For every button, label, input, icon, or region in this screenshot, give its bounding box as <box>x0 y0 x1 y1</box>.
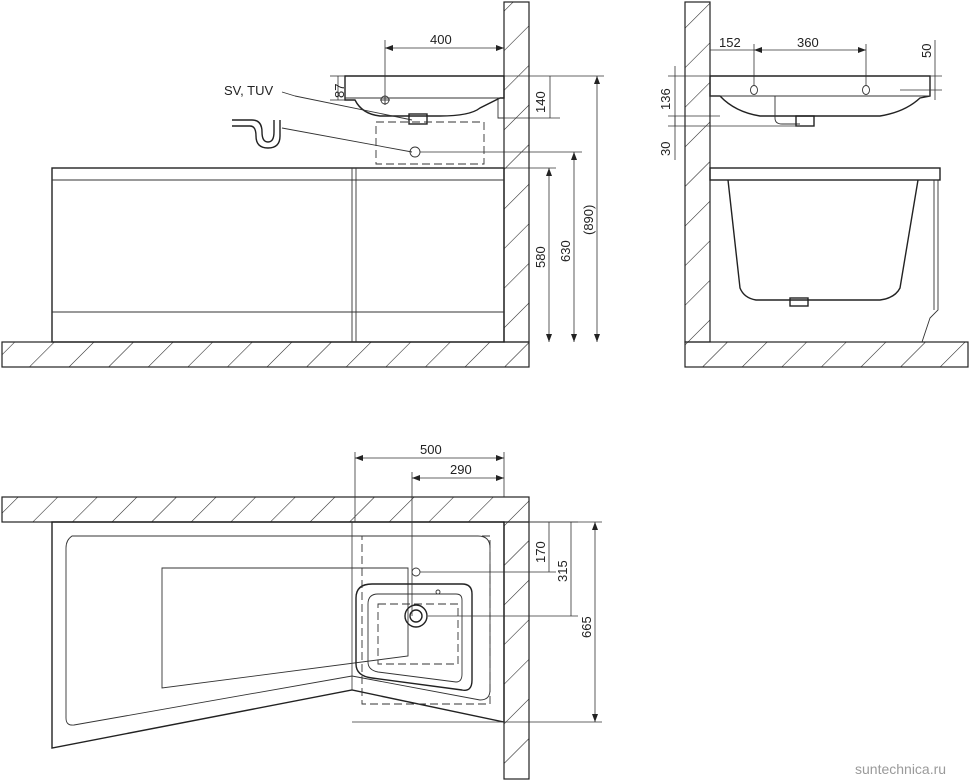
dim-890: (890) <box>560 75 604 342</box>
wall-plan-side <box>503 521 530 780</box>
washbasin-front <box>344 75 505 125</box>
svg-text:170: 170 <box>533 541 548 563</box>
floor-side <box>684 341 969 368</box>
svg-text:87: 87 <box>332 84 347 98</box>
plan-view: 500 290 170 315 665 <box>1 442 602 780</box>
bath-side <box>709 167 941 343</box>
side-view: 152 360 50 136 30 <box>658 1 969 368</box>
washbasin-plan <box>355 535 491 705</box>
svg-text:630: 630 <box>558 240 573 262</box>
siphon-icon <box>232 119 281 149</box>
bath-front <box>51 167 505 343</box>
dim-87: 87 <box>330 75 347 101</box>
wall-front <box>503 1 530 343</box>
wall-plan-top <box>1 496 530 523</box>
dim-290: 290 <box>411 462 504 616</box>
dim-400: 400 <box>384 32 504 95</box>
svg-text:315: 315 <box>555 560 570 582</box>
dim-152: 152 <box>710 35 755 86</box>
dim-630: 630 <box>420 151 582 342</box>
svg-text:140: 140 <box>533 91 548 113</box>
floor-front <box>1 341 530 368</box>
dim-580: 580 <box>504 167 556 342</box>
dim-500: 500 <box>354 442 505 522</box>
svg-text:290: 290 <box>450 462 472 477</box>
dim-665: 665 <box>352 521 602 723</box>
dim-315: 315 <box>428 521 578 617</box>
svg-text:400: 400 <box>430 32 452 47</box>
washbasin-side <box>709 75 931 127</box>
front-view: SV, TUV 400 87 140 <box>1 1 604 368</box>
bath-plan <box>51 521 505 749</box>
svg-text:152: 152 <box>719 35 741 50</box>
svg-text:30: 30 <box>658 142 673 156</box>
dim-140: 140 <box>504 75 560 119</box>
svg-text:360: 360 <box>797 35 819 50</box>
svg-text:50: 50 <box>919 44 934 58</box>
dim-136: 136 <box>658 66 720 126</box>
dim-170: 170 <box>420 521 556 573</box>
svg-text:500: 500 <box>420 442 442 457</box>
dim-30: 30 <box>658 116 800 160</box>
siphon-zone <box>375 121 485 165</box>
svg-text:580: 580 <box>533 246 548 268</box>
svg-text:665: 665 <box>579 616 594 638</box>
dim-50: 50 <box>900 40 942 100</box>
svg-text:136: 136 <box>658 88 673 110</box>
connection-label: SV, TUV <box>224 83 273 98</box>
watermark: suntechnica.ru <box>855 761 946 777</box>
dim-360: 360 <box>754 35 867 86</box>
wall-side <box>684 1 711 343</box>
svg-text:(890): (890) <box>581 205 596 235</box>
